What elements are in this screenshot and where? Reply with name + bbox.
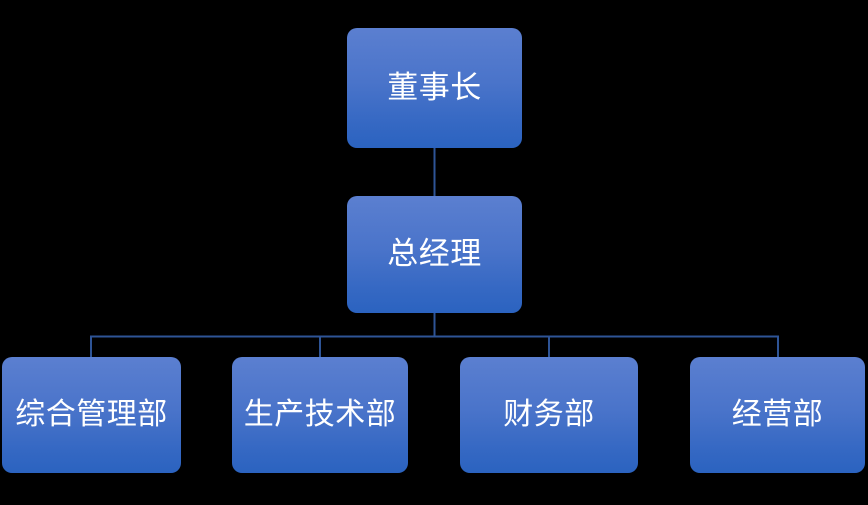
org-node-dept-0-label: 综合管理部 — [15, 398, 168, 432]
org-node-dept-3-label: 经营部 — [731, 398, 824, 432]
org-node-operations-dept[interactable]: 经营部 — [690, 357, 865, 473]
org-node-finance-dept[interactable]: 财务部 — [460, 357, 638, 473]
org-node-chairman[interactable]: 董事长 — [347, 28, 522, 148]
org-node-dept-1-label: 生产技术部 — [243, 398, 397, 432]
org-node-comprehensive-management-dept[interactable]: 综合管理部 — [2, 357, 181, 473]
org-node-general-manager-label: 总经理 — [387, 236, 482, 272]
org-node-general-manager[interactable]: 总经理 — [347, 196, 522, 313]
org-node-production-technology-dept[interactable]: 生产技术部 — [232, 357, 408, 473]
org-node-chairman-label: 董事长 — [387, 69, 482, 105]
org-node-dept-2-label: 财务部 — [503, 398, 595, 432]
